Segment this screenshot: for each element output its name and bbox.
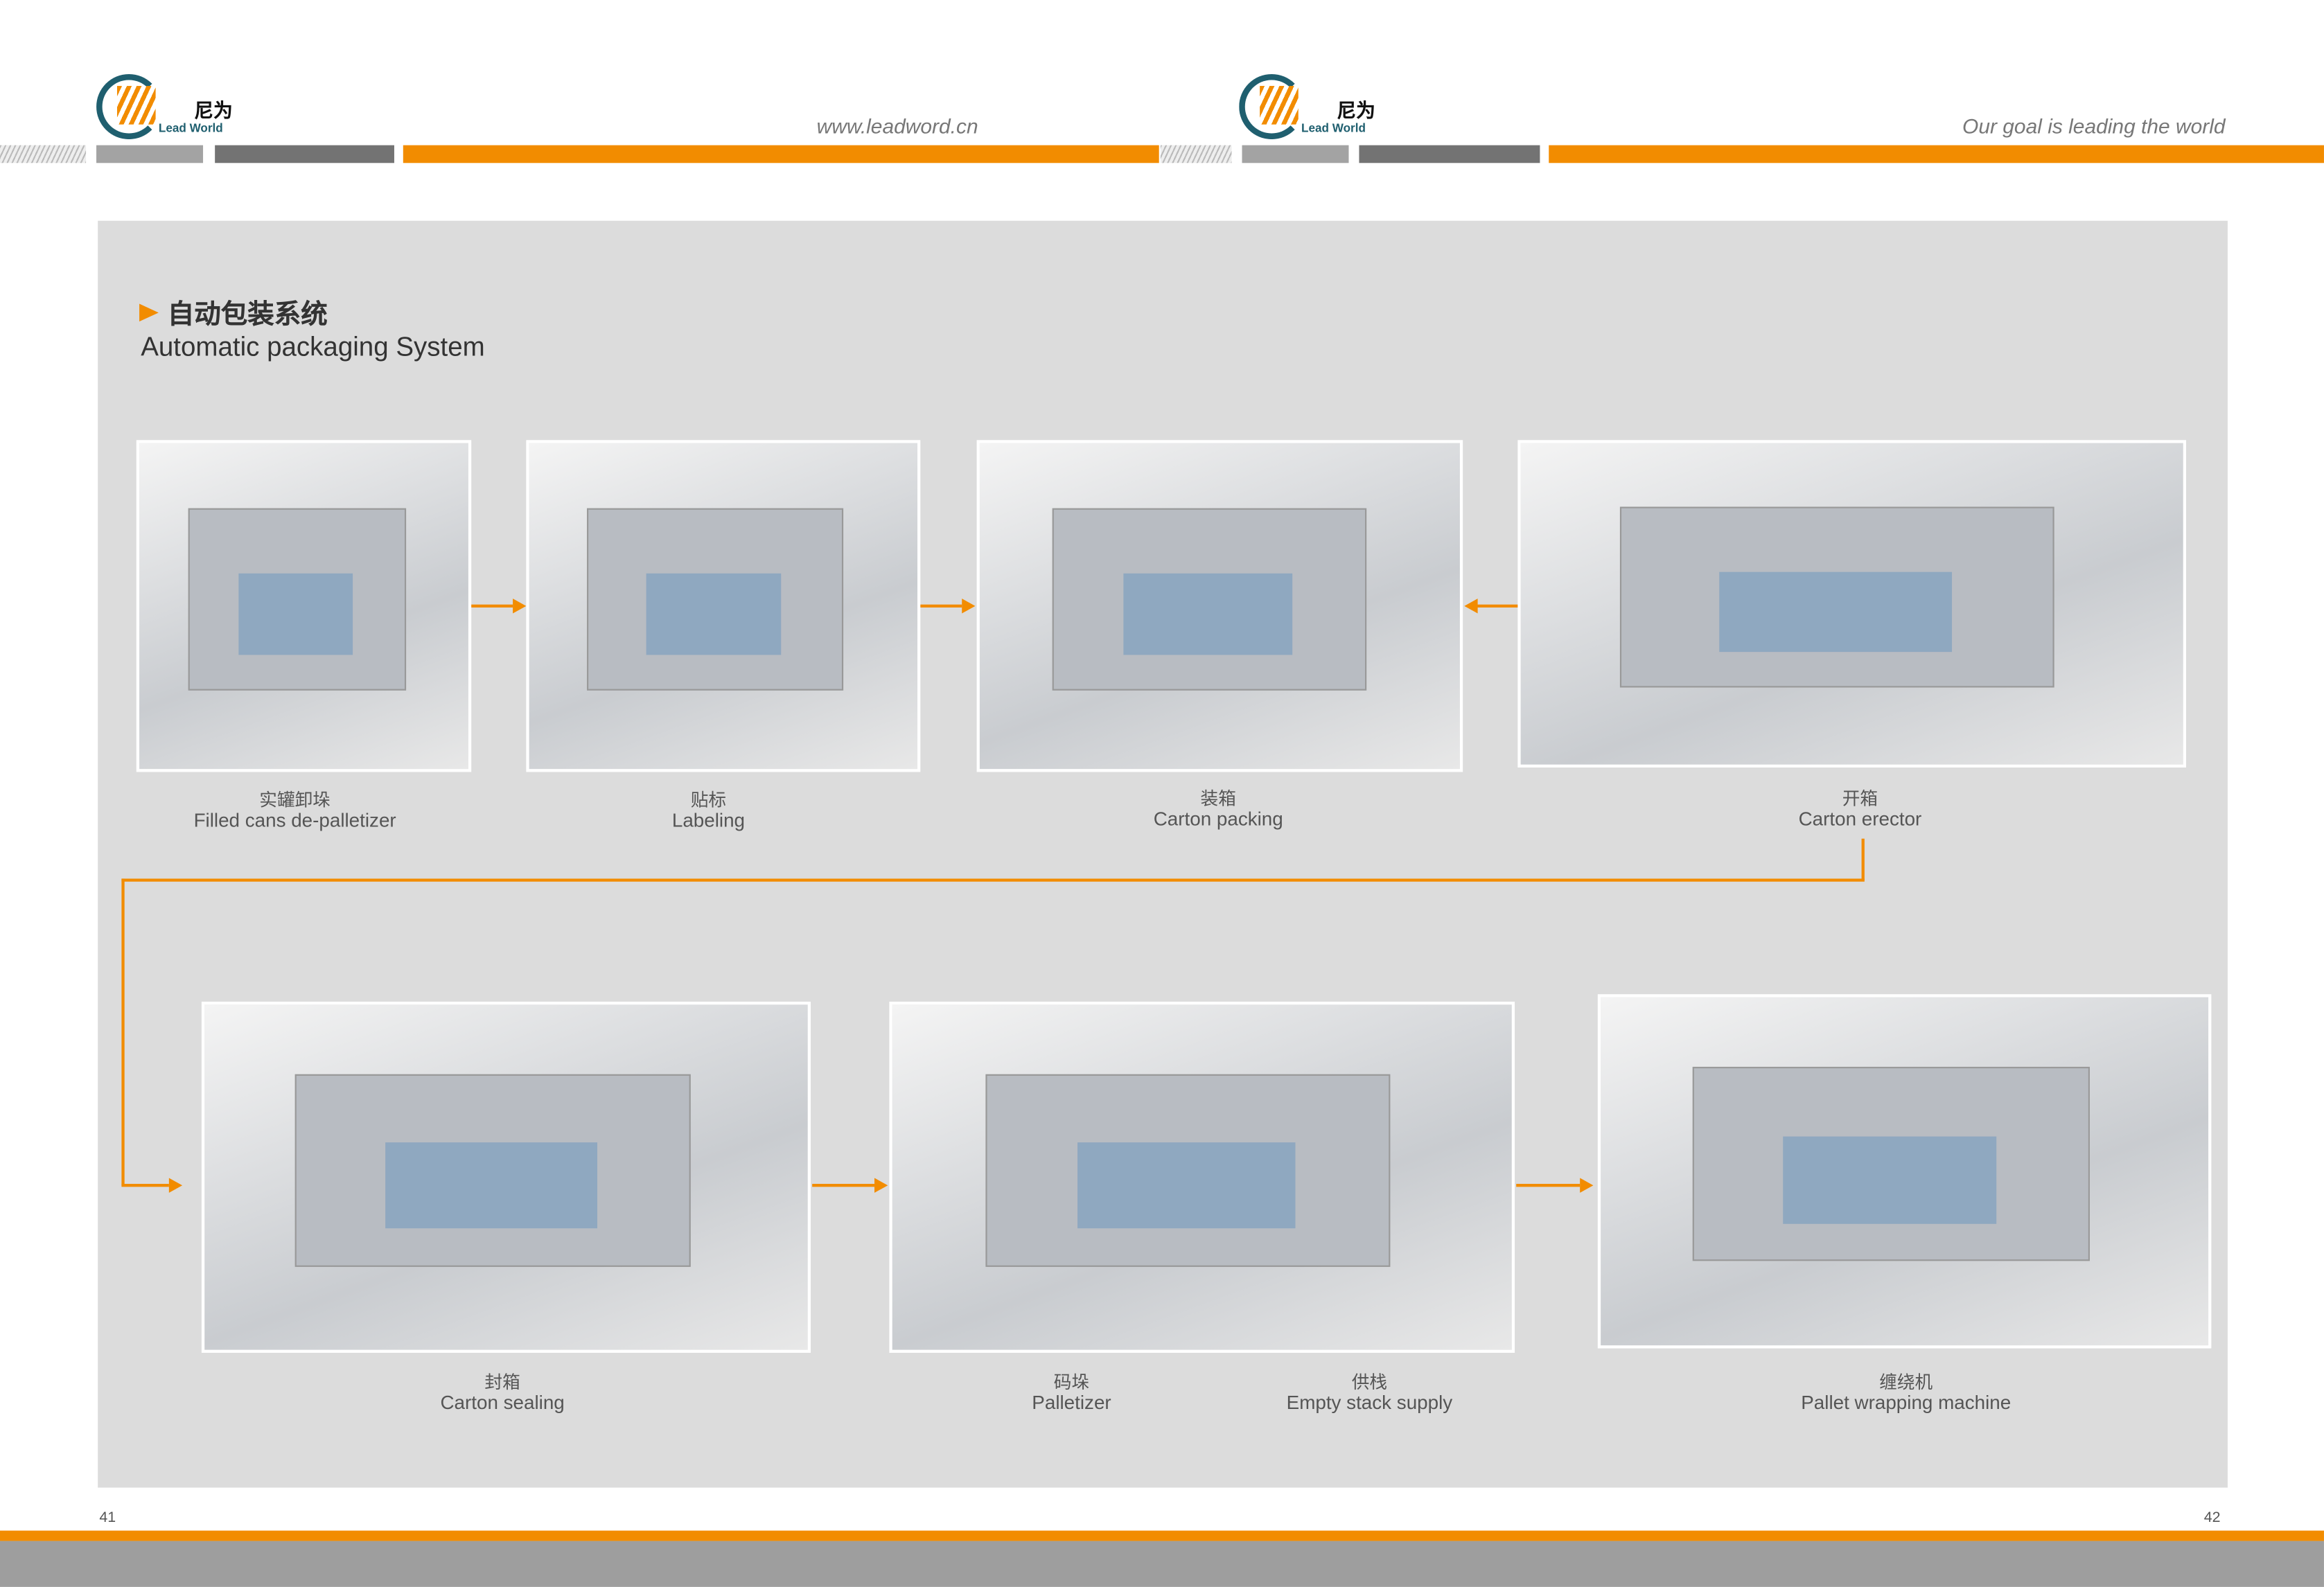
gray-bar [1242,145,1349,163]
gray-bar [96,145,204,163]
gear-logo-icon [1239,73,1305,140]
photo-depalletizer [136,440,472,772]
arrow-right-icon [168,1178,183,1193]
page-number-left: 41 [99,1509,116,1527]
photo-labeling [526,440,921,772]
slogan: Our goal is leading the world [1962,114,2226,138]
arrow-right-icon [513,599,527,614]
logo-cn-text: 尼为 [1337,99,1376,122]
footer-gray-bar [0,1541,2324,1587]
page-number-right: 42 [2203,1509,2221,1527]
dark-bar [1359,145,1540,163]
logo-left: 尼为 Lead World [96,73,245,142]
arrow-right-icon [874,1178,888,1193]
flow-line [121,1184,169,1187]
logo-en-text: Lead World [1301,121,1366,135]
website-url: www.leadword.cn [816,114,978,138]
logo-en-text: Lead World [158,121,223,135]
photo-pallet-wrapping [1597,994,2212,1349]
photo-carton-erector [1517,440,2187,768]
arrow-right-icon [1580,1178,1594,1193]
orange-bar [403,145,1159,163]
flow-line [1861,838,1864,880]
flow-line [1476,604,1518,607]
dark-bar [215,145,394,163]
flow-line [121,878,124,1186]
flow-line [1516,1184,1581,1187]
logo-right: 尼为 Lead World [1239,73,1387,142]
orange-bar [1549,145,2324,163]
section-title-cn: 自动包装系统 [167,299,328,329]
arrow-left-icon [1464,599,1478,614]
flow-line [920,604,962,607]
flow-line [812,1184,875,1187]
hatch-bar [1160,145,1232,163]
section-title-en: Automatic packaging System [141,332,485,362]
gear-logo-icon [96,73,162,140]
hatch-bar [0,145,87,163]
triangle-bullet-icon [139,303,159,322]
photo-palletizer [889,1001,1515,1353]
footer-orange-bar [0,1530,2324,1541]
logo-cn-text: 尼为 [194,99,233,122]
flow-line [471,604,513,607]
photo-carton-sealing [201,1001,811,1353]
photo-carton-packing [976,440,1463,772]
flow-line [121,878,1865,881]
arrow-right-icon [962,599,976,614]
